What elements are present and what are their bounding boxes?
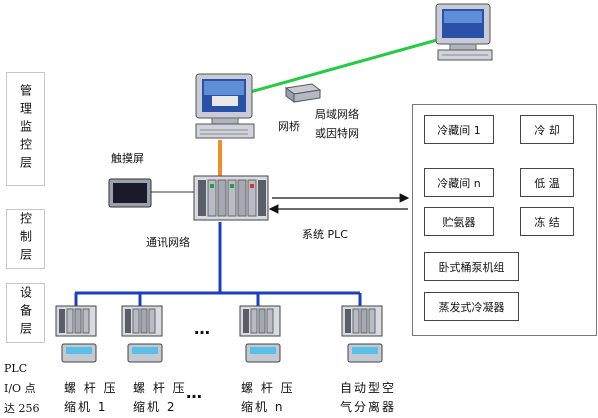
layer-control-label: 控制层 — [18, 212, 33, 266]
device-n-line2: 缩机 n — [241, 400, 285, 414]
workstation-icon — [195, 73, 255, 139]
layer-management-label: 管理监控层 — [18, 84, 33, 174]
wan-link-line — [249, 33, 456, 94]
bridge-label: 网桥 — [278, 120, 300, 133]
panel-item-cold-room-n: 冷藏间 n — [424, 168, 494, 197]
system-panel: 冷藏间 1 冷 却 冷藏间 n 低 温 贮氨器 冻 结 卧式桶泵机组 蒸发式冷凝… — [412, 104, 597, 336]
touchscreen-label: 触摸屏 — [111, 152, 144, 165]
device-plc-1-icon — [55, 305, 97, 363]
layer-management: 管理监控层 — [6, 72, 45, 186]
device-plc-separator-icon — [341, 305, 383, 363]
panel-item-low-temp: 低 温 — [520, 168, 574, 197]
system-plc-icon — [193, 175, 269, 221]
panel-item-evap-condenser: 蒸发式冷凝器 — [424, 292, 519, 321]
remote-pc-icon — [435, 3, 493, 61]
plc-note-line2: I/O 点 — [4, 382, 36, 395]
device-plc-2-icon — [121, 305, 163, 363]
layer-device: 设备层 — [6, 283, 45, 343]
device-1-line2: 缩机 1 — [64, 400, 108, 414]
panel-item-freezing: 冻 结 — [520, 207, 574, 236]
ellipsis-lower: … — [186, 383, 204, 402]
lan-label-line2: 或因特网 — [315, 127, 359, 140]
panel-item-horizontal-pump: 卧式桶泵机组 — [424, 252, 519, 281]
panel-item-cooling: 冷 却 — [520, 115, 574, 144]
plc-note-line3: 达 256 — [4, 402, 40, 415]
layer-device-label: 设备层 — [18, 286, 33, 340]
device-1-line1: 螺 杆 压 — [64, 381, 118, 395]
panel-item-ammonia-storage: 贮氨器 — [424, 207, 494, 236]
lan-label-line1: 局域网络 — [315, 108, 359, 121]
device-n-line1: 螺 杆 压 — [241, 381, 295, 395]
device-sep-line2: 气分离器 — [340, 400, 397, 414]
device-plc-n-icon — [239, 305, 281, 363]
panel-item-cold-room-1: 冷藏间 1 — [424, 115, 494, 144]
ellipsis-upper: … — [194, 319, 212, 338]
touchscreen-icon — [108, 178, 152, 208]
plc-note-line1: PLC — [4, 362, 28, 375]
layer-control: 控制层 — [6, 209, 45, 269]
comm-network-label: 通讯网络 — [146, 236, 190, 249]
device-2-line1: 螺 杆 压 — [133, 381, 187, 395]
device-2-line2: 缩机 2 — [133, 400, 177, 414]
bridge-icon — [284, 83, 322, 103]
device-sep-line1: 自动型空 — [340, 381, 397, 395]
system-plc-label: 系统 PLC — [302, 228, 348, 241]
